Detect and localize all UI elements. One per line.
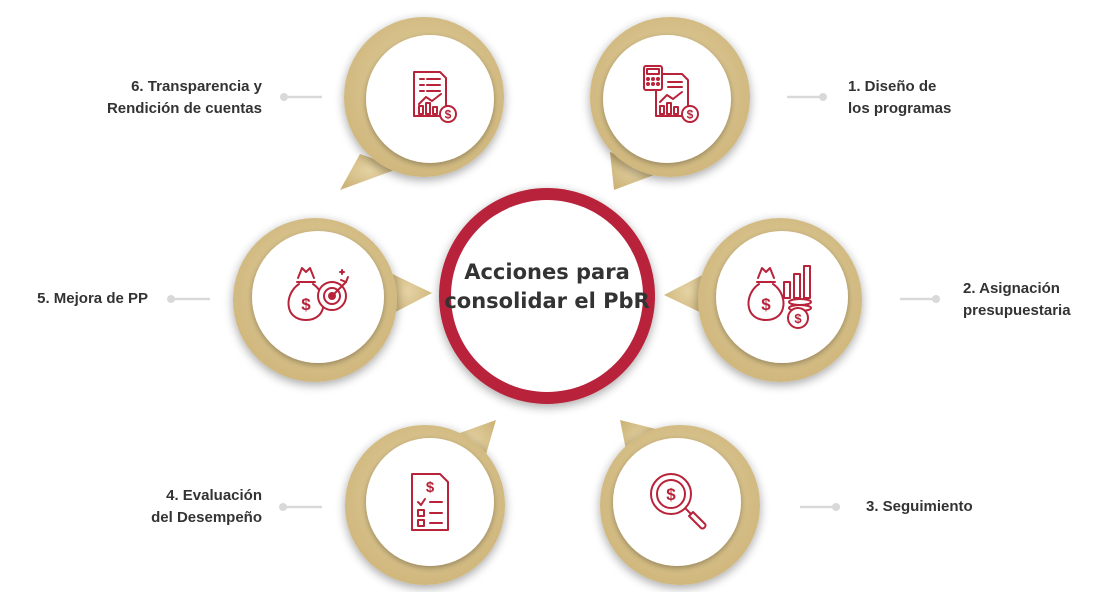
report-chart-dollar-icon: $ (413, 71, 457, 123)
step-label-6: 6. Transparencia y Rendición de cuentas (106, 78, 262, 117)
svg-text:$: $ (301, 295, 311, 314)
connector-4 (279, 503, 322, 511)
calculator-document-chart-icon: $ (643, 65, 699, 123)
node-3-inner (613, 438, 741, 566)
connector-1 (787, 93, 827, 101)
step-label-5: 5. Mejora de PP (37, 290, 148, 307)
step-label-2: 2. Asignación presupuestaria (963, 280, 1071, 319)
money-bag-target-icon: $ (287, 267, 349, 321)
center-title: Acciones para consolidar el PbR (444, 260, 650, 313)
svg-text:$: $ (687, 108, 694, 122)
step-node-1: $ (590, 17, 750, 190)
step-node-2: $ $ (664, 218, 862, 382)
svg-text:$: $ (761, 295, 771, 314)
node-1-inner (603, 35, 731, 163)
connectors (167, 93, 940, 511)
center-node (439, 188, 655, 404)
step-node-5: $ (233, 218, 432, 382)
svg-text:$: $ (445, 108, 452, 122)
step-node-3: $ (600, 420, 760, 585)
connector-5 (167, 295, 210, 303)
center-inner (451, 200, 643, 392)
step-label-3: 3. Seguimiento (866, 498, 973, 515)
step-label-4: 4. Evaluación del Desempeño (151, 487, 262, 526)
connector-2 (900, 295, 940, 303)
svg-text:$: $ (794, 311, 802, 326)
connector-6 (280, 93, 322, 101)
checklist-dollar-icon: $ (411, 473, 449, 531)
money-bag-coins-chart-icon: $ $ (747, 265, 812, 329)
step-label-1: 1. Diseño de los programas (848, 78, 952, 117)
connector-3 (800, 503, 840, 511)
svg-text:$: $ (426, 479, 435, 496)
step-node-6: $ (340, 17, 504, 190)
svg-text:$: $ (666, 485, 676, 504)
step-node-4: $ (345, 420, 505, 585)
magnifier-dollar-icon: $ (650, 473, 707, 530)
